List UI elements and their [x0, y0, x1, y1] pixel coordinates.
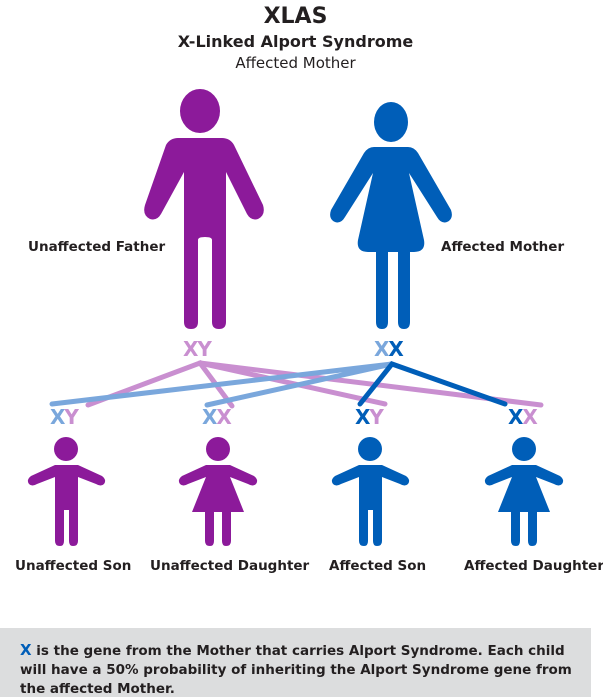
father-inheritance-lines [85, 359, 544, 409]
child-label-affected-daughter: Affected Daughter [464, 558, 603, 574]
mother-figure-icon [330, 102, 452, 329]
father-figure-icon [144, 89, 264, 329]
mother-affected-x-lines [357, 361, 508, 407]
child-genotype-affected-son: XY [355, 405, 384, 429]
explanation-note: X is the gene from the Mother that carri… [0, 628, 591, 697]
child-genotype-unaffected-daughter: XX [202, 405, 232, 429]
father-label: Unaffected Father [28, 239, 166, 255]
page-title: XLAS [263, 4, 328, 29]
mother-label: Affected Mother [441, 239, 565, 255]
child-label-unaffected-son: Unaffected Son [15, 558, 132, 574]
affected-son-figure-icon [331, 437, 410, 546]
child-genotype-unaffected-son: XY [50, 405, 79, 429]
child-label-unaffected-daughter: Unaffected Daughter [150, 558, 310, 574]
unaffected-daughter-figure-icon [178, 437, 258, 546]
child-genotype-affected-daughter: XX [508, 405, 538, 429]
unaffected-son-figure-icon [27, 437, 106, 546]
affected-gene-marker: X [20, 641, 32, 659]
affected-daughter-figure-icon [484, 437, 564, 546]
mother-genotype: XX [374, 337, 404, 361]
scenario-title: Affected Mother [235, 54, 356, 72]
child-label-affected-son: Affected Son [329, 558, 427, 574]
note-text: X is the gene from the Mother that carri… [20, 641, 572, 697]
page-subtitle: X-Linked Alport Syndrome [177, 32, 414, 51]
father-genotype: XY [183, 337, 212, 361]
